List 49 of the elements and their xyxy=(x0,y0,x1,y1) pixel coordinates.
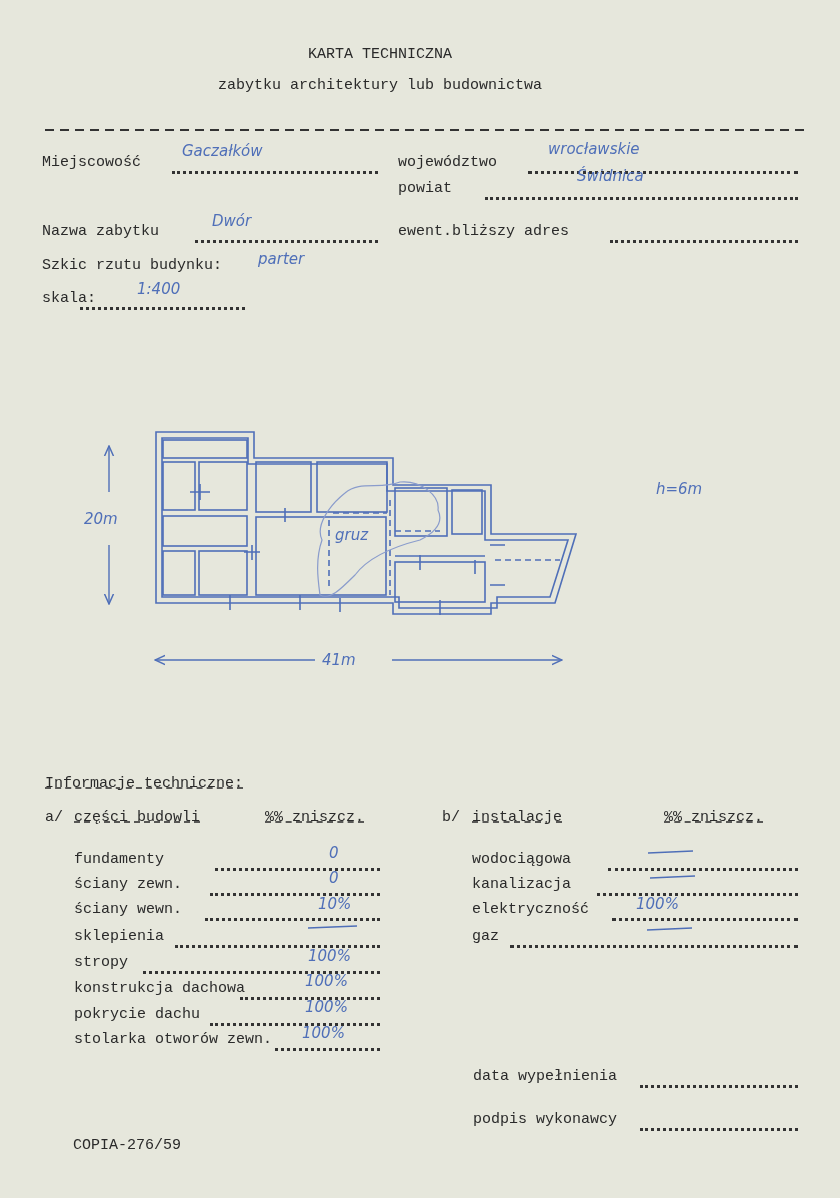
document-number: COPIA-276/59 xyxy=(73,1137,182,1155)
handwritten-entry: Świdnica xyxy=(577,167,644,185)
list-marker: b/ xyxy=(442,809,460,827)
handwritten-entry: 10% xyxy=(318,895,352,913)
field-label: elektryczność xyxy=(472,901,590,919)
handwritten-entry: wrocławskie xyxy=(548,140,640,158)
field-label: województwo xyxy=(398,154,498,172)
field-label: podpis wykonawcy xyxy=(473,1111,618,1129)
handwritten-entry: Gaczałków xyxy=(182,142,263,160)
field-label: skala: xyxy=(42,290,96,308)
field-label: Miejscowość xyxy=(42,154,142,172)
field-label: gaz xyxy=(472,928,499,946)
handwritten-entry: Dwór xyxy=(212,212,252,230)
column-heading: instalacje xyxy=(472,809,562,827)
handwritten-entry: 100% xyxy=(308,947,351,965)
field-label: stolarka otworów zewn. xyxy=(74,1031,273,1049)
column-heading: części budowli xyxy=(74,809,201,827)
form-subtitle: zabytku architektury lub budownictwa xyxy=(217,77,543,95)
field-label: ściany zewn. xyxy=(74,876,183,894)
field-label: data wypełnienia xyxy=(473,1068,618,1086)
field-label: sklepienia xyxy=(74,928,164,946)
handwritten-entry: 0 xyxy=(329,869,339,887)
field-label: pokrycie dachu xyxy=(74,1006,201,1024)
handwritten-entry: 1:400 xyxy=(137,280,181,298)
list-marker: a/ xyxy=(45,809,63,827)
dimension-label: 20m xyxy=(84,510,118,528)
height-note: h=6m xyxy=(656,480,703,498)
handwritten-entry: 100% xyxy=(636,895,679,913)
handwritten-entry: parter xyxy=(258,250,305,268)
field-label: wodociągowa xyxy=(472,851,572,869)
handwritten-entry: 100% xyxy=(305,998,348,1016)
section-heading: Informacje techniczne: xyxy=(45,775,244,793)
field-label: ściany wewn. xyxy=(74,901,183,919)
field-label: Szkic rzutu budynku: xyxy=(42,257,223,275)
handwritten-entry: 0 xyxy=(329,844,339,862)
form-title: KARTA TECHNICZNA xyxy=(308,46,452,64)
column-heading: %% zniszcz. xyxy=(664,809,764,827)
field-label: ewent.bliższy adres xyxy=(398,223,570,241)
field-label: stropy xyxy=(74,954,128,972)
field-label: powiat xyxy=(398,180,452,198)
field-label: fundamenty xyxy=(74,851,164,869)
plan-annotation: gruz xyxy=(335,526,369,544)
column-heading: %% zniszcz. xyxy=(265,809,365,827)
field-label: Nazwa zabytku xyxy=(42,223,160,241)
handwritten-entry: 100% xyxy=(302,1024,345,1042)
field-label: kanalizacja xyxy=(472,876,572,894)
field-label: konstrukcja dachowa xyxy=(74,980,246,998)
handwritten-entry: 100% xyxy=(305,972,348,990)
dimension-label: 41m xyxy=(322,651,356,669)
